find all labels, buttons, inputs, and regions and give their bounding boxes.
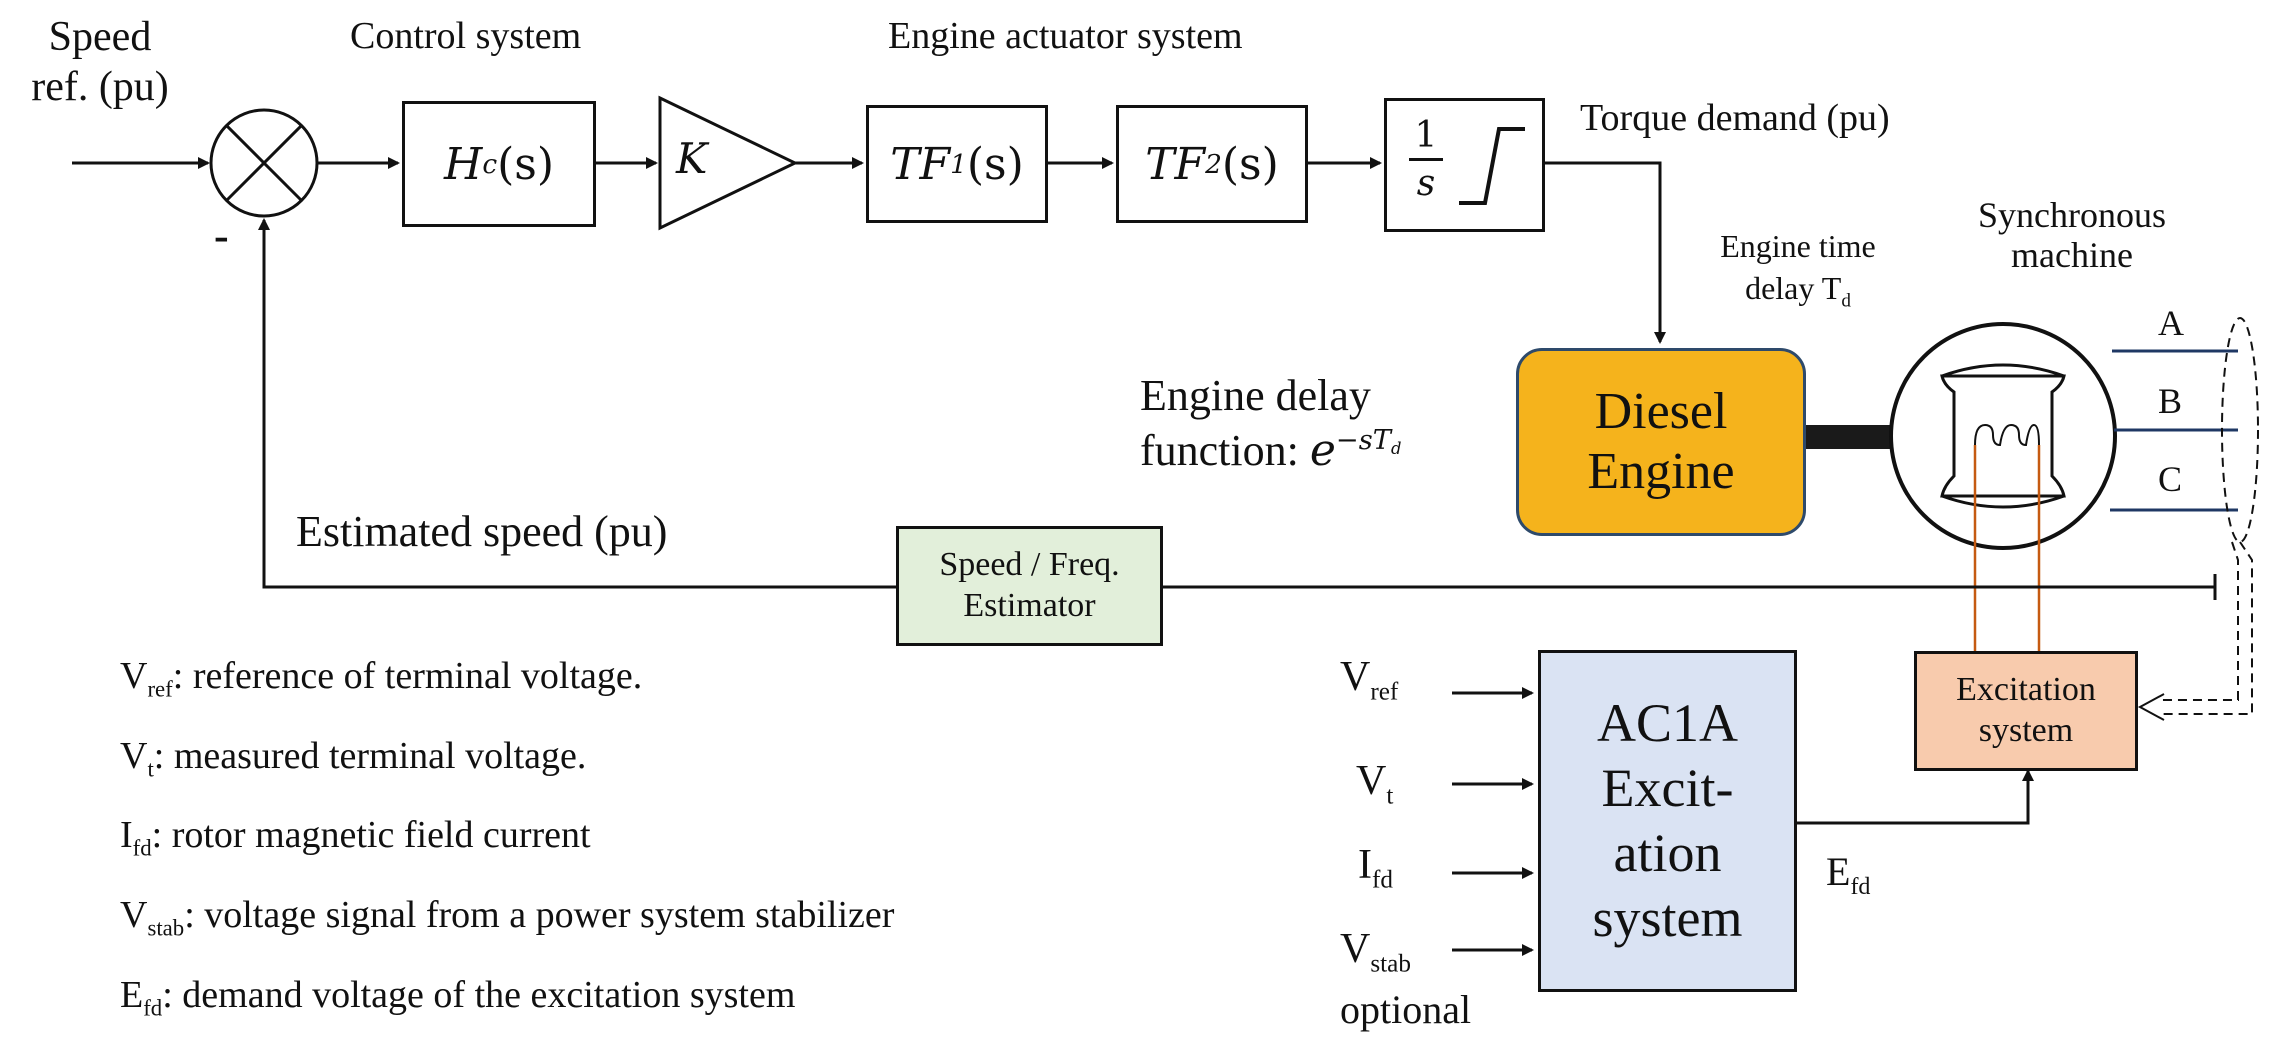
feedback-left-line bbox=[258, 218, 896, 589]
speed-estimator-label: Speed / Freq. Estimator bbox=[939, 546, 1120, 624]
legend-item-vstab: Vstab: voltage signal from a power syste… bbox=[120, 893, 895, 941]
ac1a-excitation-block: AC1A Excit- ation system bbox=[1538, 650, 1797, 992]
phase-b-label: B bbox=[2158, 381, 2183, 421]
engine-time-delay-label: Engine time delay Td bbox=[1678, 226, 1918, 314]
measurement-dashed-path bbox=[2160, 541, 2253, 715]
input-ifd-label: Ifd bbox=[1358, 842, 1393, 894]
legend-item-ifd: Ifd: rotor magnetic field current bbox=[120, 814, 591, 861]
excitation-system-label: Excitation system bbox=[1956, 671, 2096, 749]
integrator-fraction: 1 s bbox=[1409, 115, 1443, 205]
input-vstab-label: Vstab bbox=[1340, 926, 1411, 978]
engine-shaft bbox=[1804, 425, 1904, 449]
limiter-icon bbox=[1459, 127, 1525, 205]
efd-output-line bbox=[1797, 769, 2034, 825]
phase-a-label: A bbox=[2158, 303, 2184, 343]
engine-time-delay-text: Engine time delay T bbox=[1720, 228, 1876, 306]
synchronous-machine-symbol bbox=[1889, 322, 2117, 550]
engine-time-delay-sub: d bbox=[1841, 289, 1851, 311]
efd-output-label: Efd bbox=[1826, 849, 1871, 901]
input-vt-label: Vt bbox=[1356, 758, 1394, 810]
measurement-ellipse bbox=[2221, 317, 2259, 543]
engine-delay-function-text: Engine delay function: bbox=[1140, 371, 1371, 475]
input-vstab-optional-label: optional bbox=[1340, 987, 1472, 1032]
measurement-open-arrow bbox=[2137, 693, 2165, 721]
measurement-dashed-path-2 bbox=[2160, 541, 2239, 701]
delay-function-math: e−sTd bbox=[1309, 424, 1402, 476]
synchronous-machine-label: Synchronous machine bbox=[1978, 195, 2166, 275]
diesel-engine-block: Diesel Engine bbox=[1516, 348, 1806, 536]
engine-delay-function-label: Engine delay function: e−sTd bbox=[1140, 368, 1401, 478]
speed-estimator-block: Speed / Freq. Estimator bbox=[896, 526, 1163, 646]
torque-demand-label: Torque demand (pu) bbox=[1580, 97, 1890, 139]
legend-item-efd: Efd: demand voltage of the excitation sy… bbox=[120, 973, 796, 1021]
control-system-label: Control system bbox=[350, 15, 582, 57]
excitation-system-block: Excitation system bbox=[1914, 651, 2138, 771]
speed-ref-label: Speed ref. (pu) bbox=[31, 14, 169, 111]
minus-sign: - bbox=[214, 211, 229, 260]
symbol-legend: Vref: reference of terminal voltage. Vt:… bbox=[120, 655, 895, 1021]
gain-k-label: K bbox=[676, 134, 708, 183]
legend-item-vt: Vt: measured terminal voltage. bbox=[120, 734, 587, 782]
legend-item-vref: Vref: reference of terminal voltage. bbox=[120, 655, 643, 702]
diesel-engine-label: Diesel Engine bbox=[1587, 383, 1735, 500]
torque-demand-line bbox=[1545, 161, 1666, 344]
ac1a-label: AC1A Excit- ation system bbox=[1592, 693, 1743, 948]
input-vref-label: Vref bbox=[1340, 654, 1399, 706]
gain-k-triangle bbox=[658, 95, 799, 231]
integrator-limiter-block: 1 s bbox=[1384, 98, 1545, 232]
engine-actuator-label: Engine actuator system bbox=[888, 15, 1243, 57]
summing-junction bbox=[209, 108, 319, 218]
phase-c-label: C bbox=[2158, 459, 2183, 499]
estimated-speed-label: Estimated speed (pu) bbox=[296, 507, 668, 556]
